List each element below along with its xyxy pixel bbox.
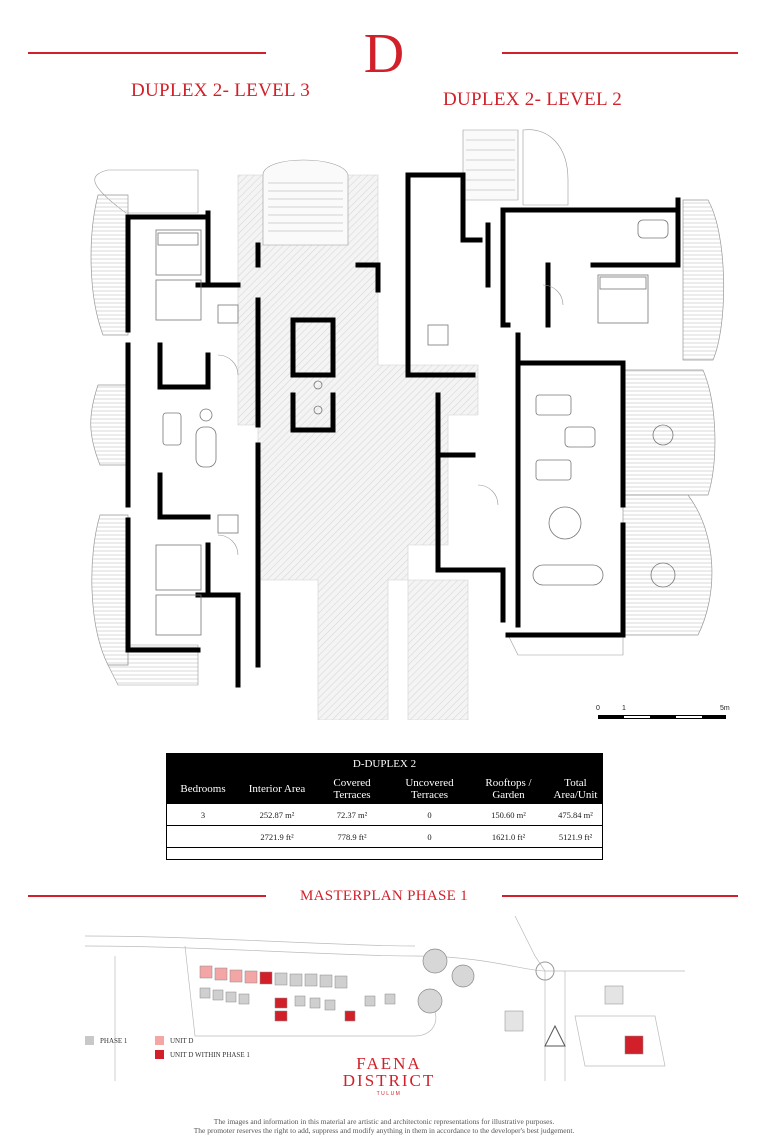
header-rooftops-garden: Rooftops / Garden (469, 774, 548, 804)
legend-swatch-phase-1 (85, 1036, 94, 1045)
table-row: 3 252.87 m² 72.37 m² 0 150.60 m² 475.84 … (166, 804, 603, 826)
table-cell: 252.87 m² (240, 804, 314, 826)
level2-deck-top (682, 199, 725, 361)
table-cell: 778.9 ft² (314, 825, 390, 848)
legend-phase-1: PHASE 1 (85, 1036, 127, 1045)
l2-coffee-table (564, 426, 596, 448)
legend-label-unit-d: UNIT D (170, 1036, 194, 1045)
scale-bar-segment (702, 715, 726, 719)
level3-deck-bottom (91, 514, 129, 666)
level2-deck-bottom (622, 494, 713, 636)
scale-label-1: 1 (622, 705, 626, 712)
pod-cluster (422, 948, 448, 974)
scale-label-0: 0 (596, 705, 600, 712)
masterplan-rule-right (502, 895, 738, 897)
legend-swatch-unit-d (155, 1036, 164, 1045)
disclaimer: The images and information in this mater… (0, 1117, 768, 1135)
table-cell: 2721.9 ft² (240, 825, 314, 848)
l2-island (532, 564, 604, 586)
header-interior-area: Interior Area (240, 774, 314, 804)
brand-line-2: DISTRICT (342, 1071, 436, 1090)
masterplan-map (85, 916, 685, 1081)
table-cell: 475.84 m² (548, 804, 603, 826)
l3-bed-3 (155, 544, 202, 591)
header-bedrooms: Bedrooms (166, 774, 240, 804)
table-cell: 150.60 m² (469, 804, 548, 826)
header-covered-terraces: Covered Terraces (314, 774, 390, 804)
table-cell: 5121.9 ft² (548, 825, 603, 848)
level3-terrace-bottom (107, 644, 199, 686)
header-rule-right (502, 52, 738, 54)
legend-label-phase-1: PHASE 1 (100, 1036, 128, 1045)
l2-sofa-2 (535, 459, 572, 481)
scale-bar-segment (650, 715, 676, 719)
legend-unit-d-phase-1: UNIT D WITHIN PHASE 1 (155, 1050, 250, 1059)
masterplan-rule-left (28, 895, 266, 897)
pod-cluster (417, 988, 443, 1014)
unit-letter: D (363, 23, 405, 85)
floor-plan (90, 129, 725, 720)
legend-swatch-unit-d-phase-1 (155, 1050, 164, 1059)
table-cell: 0 (390, 804, 469, 826)
l3-table (195, 426, 217, 468)
table-cell (166, 825, 240, 848)
masterplan-title: MASTERPLAN PHASE 1 (300, 888, 468, 904)
header-rule-left (28, 52, 266, 54)
level2-deck-mid (622, 369, 716, 496)
l3-bed-4 (155, 594, 202, 636)
common-stair-top (262, 159, 349, 246)
disclaimer-line-2: The promoter reserves the right to add, … (193, 1126, 575, 1135)
legend-unit-d: UNIT D (155, 1036, 193, 1045)
scale-label-5m: 5m (720, 705, 730, 712)
scale-bar-segment (598, 715, 624, 719)
l2-sofa-1 (535, 394, 572, 416)
l3-sofa (162, 412, 182, 446)
table-cell: 3 (166, 804, 240, 826)
l3-bed-2 (155, 279, 202, 321)
level3-deck-top (90, 194, 129, 336)
header-uncovered-terraces: Uncovered Terraces (390, 774, 469, 804)
area-table-caption: D-DUPLEX 2 (166, 753, 603, 774)
l3-bed-1 (155, 229, 202, 276)
level3-title: DUPLEX 2- LEVEL 3 (131, 80, 311, 101)
legend-label-unit-d-phase-1: UNIT D WITHIN PHASE 1 (170, 1050, 250, 1059)
brand-line-3: TULUM (376, 1091, 402, 1097)
scale-bar: 0 1 5m (594, 705, 734, 727)
level2-stair (462, 129, 519, 201)
level2-title: DUPLEX 2- LEVEL 2 (443, 89, 623, 110)
brand-logo: FAENA DISTRICT TULUM (334, 1055, 444, 1097)
l2-tub (637, 219, 669, 239)
level3-deck-mid (90, 384, 129, 466)
table-cell: 72.37 m² (314, 804, 390, 826)
l2-dining-table (548, 506, 582, 540)
disclaimer-line-1: The images and information in this mater… (213, 1117, 555, 1126)
common-corridor (237, 174, 479, 720)
table-cell: 1621.0 ft² (469, 825, 548, 848)
header-total-area: Total Area/Unit (548, 774, 603, 804)
l2-bed (597, 274, 649, 324)
table-cell: 0 (390, 825, 469, 848)
table-row: 2721.9 ft² 778.9 ft² 0 1621.0 ft² 5121.9… (166, 825, 603, 848)
brand-line-1: FAENA (356, 1054, 422, 1073)
area-table: D-DUPLEX 2 Bedrooms Interior Area Covere… (166, 753, 603, 848)
pod-cluster (451, 964, 475, 988)
